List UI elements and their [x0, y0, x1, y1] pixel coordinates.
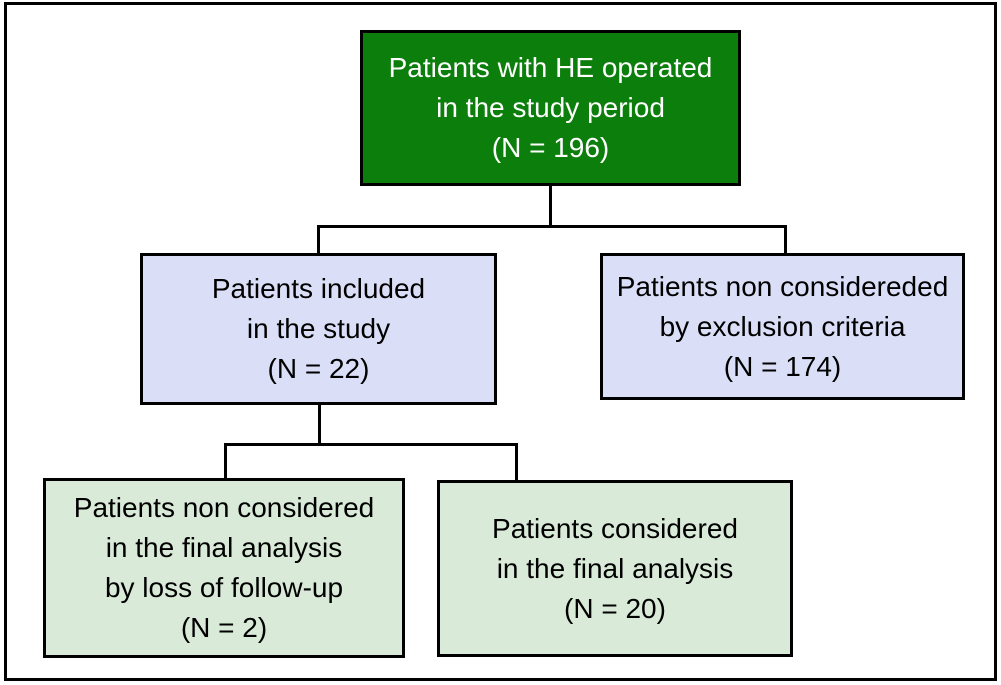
- node-count: (N = 174): [723, 350, 842, 382]
- node-patients-excluded: Patients non considereded by exclusion c…: [600, 253, 965, 400]
- node-text-line: Patients with HE operated: [388, 52, 713, 83]
- node-text-line: in the study period: [436, 92, 665, 123]
- connector-top-horizontal: [317, 225, 787, 228]
- connector-bottom-horizontal: [224, 443, 518, 446]
- node-text-line: Patients considered: [492, 512, 738, 544]
- connector-drop-excluded: [784, 225, 787, 255]
- connector-root-stem: [549, 186, 552, 228]
- node-text-line: in the final analysis: [105, 532, 343, 563]
- node-text-line: in the study: [246, 313, 391, 344]
- node-count: (N = 2): [180, 612, 268, 643]
- node-patients-operated: Patients with HE operated in the study p…: [360, 30, 741, 186]
- connector-drop-lost: [224, 443, 227, 479]
- connector-included-stem: [318, 405, 321, 446]
- node-text-line: Patients non considereded: [616, 270, 949, 302]
- node-patients-lost-followup: Patients non considered in the final ana…: [43, 478, 405, 658]
- connector-drop-included: [317, 225, 320, 254]
- node-count: (N = 20): [564, 592, 666, 624]
- node-text-line: Patients included: [211, 273, 426, 304]
- node-text-line: by exclusion criteria: [659, 310, 906, 342]
- node-count: (N = 22): [267, 353, 370, 384]
- node-text-line: Patients non considered: [73, 492, 375, 523]
- node-text-line: in the final analysis: [496, 552, 734, 584]
- connector-drop-final: [515, 443, 518, 481]
- node-count: (N = 196): [491, 132, 610, 163]
- node-patients-final-analysis: Patients considered in the final analysi…: [437, 480, 793, 657]
- node-patients-included: Patients included in the study (N = 22): [140, 253, 497, 405]
- node-text-line: by loss of follow-up: [104, 572, 344, 603]
